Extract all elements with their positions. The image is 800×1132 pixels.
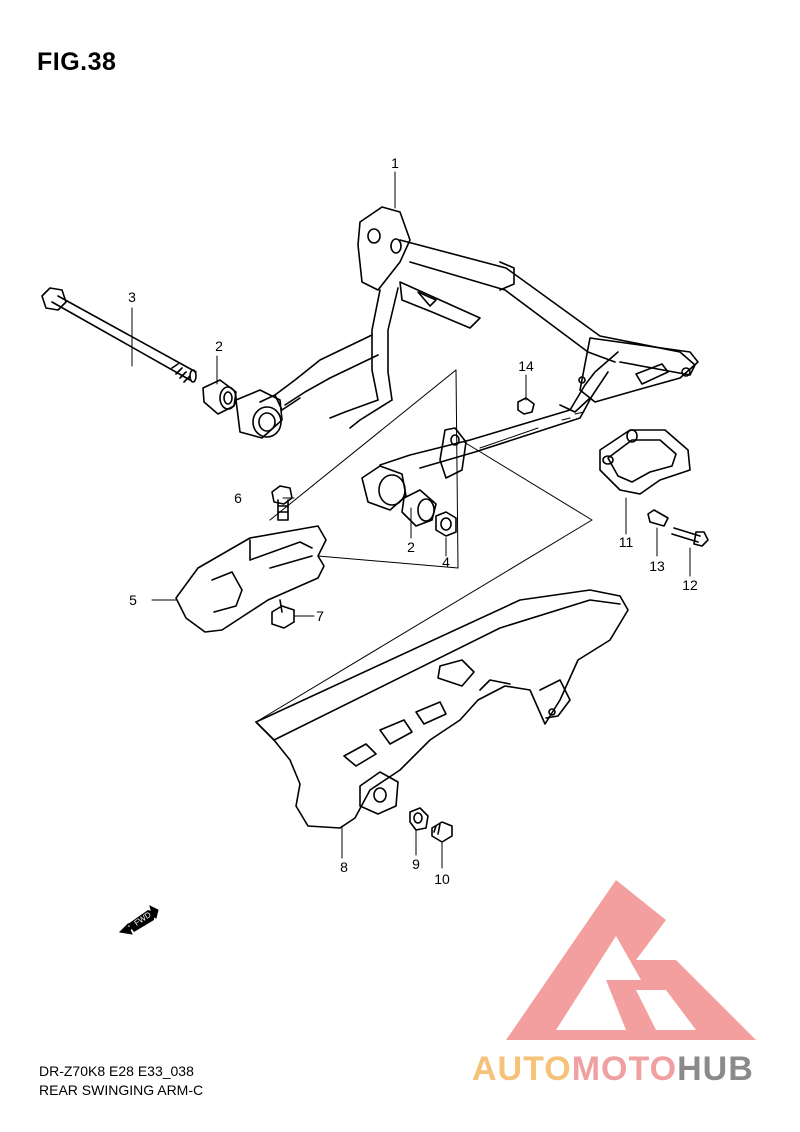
callout-2-second: 2: [407, 539, 415, 555]
callout-8: 8: [340, 859, 348, 875]
callout-5: 5: [129, 592, 137, 608]
buffer-nut: [271, 599, 295, 629]
callout-labels: 1 2 3 4 5 6 7 8 9 10 11 12 13 14 2: [128, 155, 698, 887]
callout-9: 9: [412, 856, 420, 872]
chain-buffer: [175, 525, 327, 633]
pivot-bushing-left: [235, 389, 283, 439]
svg-text:AUTOMOTOHUB: AUTOMOTOHUB: [472, 1050, 754, 1088]
figure-footer: DR-Z70K8 E28 E33_038 REAR SWINGING ARM-C: [39, 1062, 203, 1100]
automotohub-logo: AUTOMOTOHUB: [472, 880, 756, 1088]
callout-11: 11: [619, 534, 634, 550]
pivot-bushing-right: [361, 465, 407, 511]
swing-arm: [259, 206, 699, 479]
logo-triangle-icon: [506, 880, 756, 1040]
callout-14: 14: [518, 358, 534, 374]
callout-13: 13: [649, 558, 665, 574]
chain-guide: [599, 429, 691, 495]
logo-text-auto: AUTO: [472, 1050, 572, 1088]
pivot-nut: [435, 511, 457, 537]
guide-collar: [647, 509, 669, 527]
callout-7: 7: [316, 608, 324, 624]
buffer-bolt: [271, 485, 293, 521]
spacer-upper: [202, 379, 237, 415]
callout-6: 6: [234, 490, 242, 506]
callout-12: 12: [682, 577, 698, 593]
callout-3: 3: [128, 289, 136, 305]
callout-1: 1: [391, 155, 399, 171]
case-washer: [409, 807, 429, 831]
spacer-lower: [401, 489, 437, 527]
section-name: REAR SWINGING ARM-C: [39, 1082, 204, 1098]
guide-bolt: [671, 527, 709, 547]
chain-case: [255, 589, 629, 829]
callout-10: 10: [434, 871, 450, 887]
callout-2: 2: [215, 338, 223, 354]
pivot-bolt: [41, 287, 197, 383]
leader-lines: [131, 171, 691, 869]
logo-text-hub: HUB: [677, 1050, 754, 1088]
callout-4: 4: [442, 554, 450, 570]
figure-title: FIG.38: [37, 48, 117, 76]
model-code: DR-Z70K8 E28 E33_038: [39, 1063, 194, 1079]
forward-arrow-icon: FWD: [118, 905, 159, 935]
case-bolt: [431, 821, 453, 843]
logo-text-moto: MOTO: [572, 1050, 677, 1088]
